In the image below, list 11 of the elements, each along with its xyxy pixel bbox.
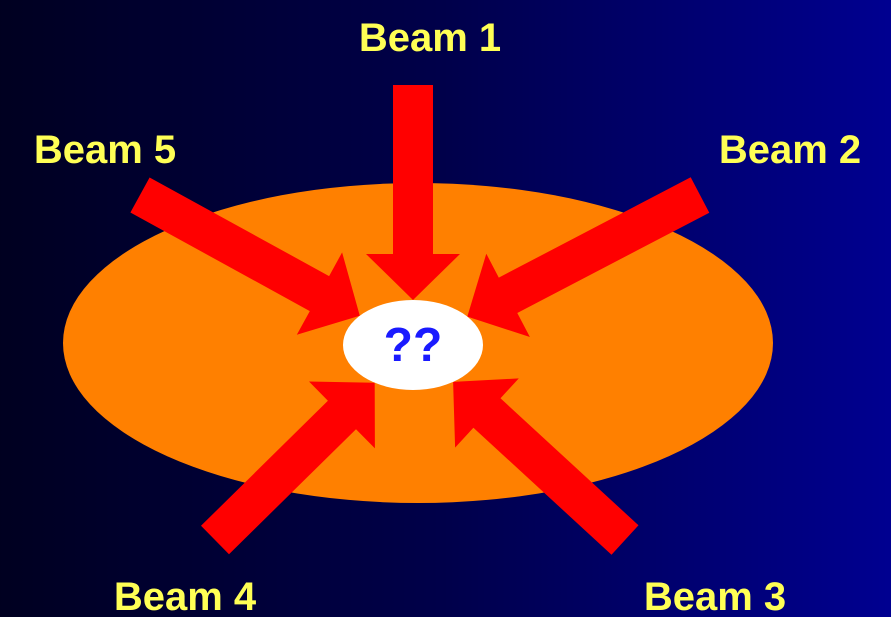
arrow — [366, 85, 460, 300]
beam-label: Beam 3 — [644, 577, 786, 617]
beam-label: Beam 1 — [358, 18, 502, 58]
target-bubble: ?? — [343, 300, 483, 390]
arrow — [130, 178, 360, 335]
beam-label: Beam 4 — [114, 577, 256, 617]
beam-label: Beam 5 — [34, 130, 176, 170]
arrow — [467, 177, 710, 337]
arrow — [453, 378, 638, 555]
arrow — [201, 382, 375, 554]
beam-label: Beam 2 — [718, 130, 862, 170]
